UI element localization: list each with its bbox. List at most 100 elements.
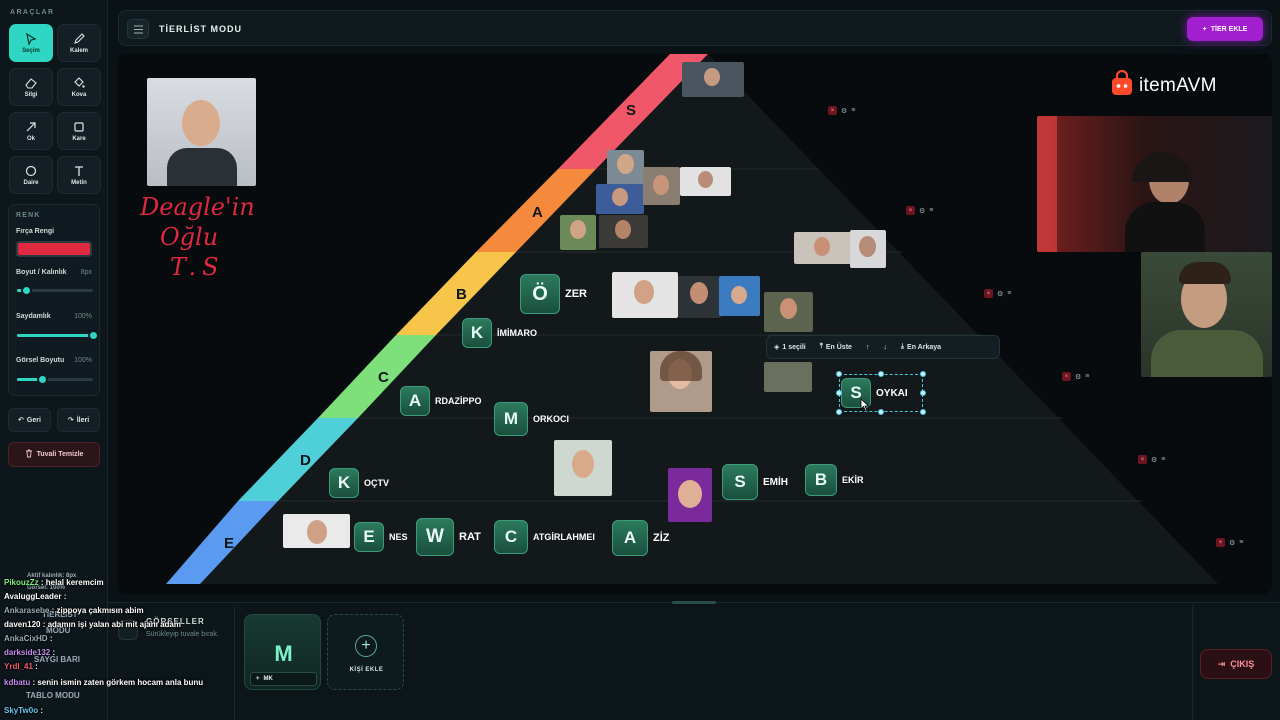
tool-bucket-button[interactable]: Kova	[57, 68, 101, 106]
tool-eraser-button[interactable]: Silgi	[9, 68, 53, 106]
tier-image[interactable]	[764, 362, 812, 392]
drag-handle-icon[interactable]: ≡	[929, 207, 934, 214]
tier-image[interactable]	[596, 184, 644, 214]
tier-image[interactable]	[607, 150, 644, 186]
streamer-webcam-left[interactable]	[147, 78, 256, 186]
gear-icon[interactable]: ⚙	[841, 107, 848, 115]
gear-icon[interactable]: ⚙	[919, 207, 926, 215]
image-size-slider-knob[interactable]	[37, 374, 49, 385]
delete-tier-button[interactable]: ×	[1216, 538, 1225, 547]
person-card-initial: M	[274, 641, 293, 666]
tier-image[interactable]	[283, 514, 350, 548]
delete-tier-button[interactable]: ×	[828, 106, 837, 115]
bring-to-front-button[interactable]: ⤒En Üste	[813, 343, 859, 351]
streamer-webcam-right[interactable]	[1037, 116, 1272, 252]
image-size-slider[interactable]	[17, 374, 93, 385]
drag-handle-icon[interactable]: ≡	[1239, 539, 1244, 546]
person-card[interactable]: M +MK	[244, 614, 321, 690]
tool-square-button[interactable]: Kare	[57, 112, 101, 150]
gear-icon[interactable]: ⚙	[997, 290, 1004, 298]
tier-image[interactable]	[560, 215, 596, 250]
move-up-button[interactable]: ↑	[859, 344, 877, 351]
tool-label: Ok	[26, 136, 35, 142]
tier-image[interactable]	[678, 276, 721, 318]
size-slider[interactable]	[17, 285, 93, 296]
resize-handle[interactable]	[920, 390, 926, 396]
resize-handle[interactable]	[878, 409, 884, 415]
tier-image[interactable]	[680, 167, 731, 196]
gear-icon[interactable]: ⚙	[1151, 456, 1158, 464]
resize-handle[interactable]	[836, 409, 842, 415]
chat-message: Ankarasebe : zippoya çakmısın abim	[4, 606, 144, 615]
list-icon[interactable]	[127, 19, 149, 39]
drag-handle-icon[interactable]: ≡	[1007, 290, 1012, 297]
resize-handle[interactable]	[920, 409, 926, 415]
drag-handle-icon[interactable]: ≡	[851, 107, 856, 114]
tier-canvas[interactable]: S A B C D E ×⚙≡ ×⚙≡ ×⚙≡ ×⚙≡ ×⚙≡ ×⚙≡	[118, 54, 1272, 594]
person-initial: A	[612, 520, 648, 556]
tier-image[interactable]	[650, 351, 712, 412]
tier-image[interactable]	[643, 167, 680, 205]
send-to-back-button[interactable]: ⤓En Arkaya	[894, 343, 948, 351]
panel-resize-handle[interactable]	[672, 601, 716, 604]
tier-c-controls: × ⚙≡	[1062, 372, 1089, 381]
tool-select-button[interactable]: Seçim	[9, 24, 53, 62]
resize-handle[interactable]	[836, 390, 842, 396]
chat-text: : adamın işi yalan abi mit ajanı adam	[42, 620, 181, 629]
add-tier-button[interactable]: +TİER EKLE	[1187, 17, 1263, 41]
opacity-slider[interactable]	[17, 330, 99, 341]
clear-canvas-label: Tuvali Temizle	[36, 451, 84, 458]
gear-icon[interactable]: ⚙	[1075, 373, 1082, 381]
portrait-image[interactable]	[1141, 252, 1272, 377]
tool-circle-button[interactable]: Daire	[9, 156, 53, 194]
tier-image[interactable]	[794, 232, 851, 264]
delete-tier-button[interactable]: ×	[1138, 455, 1147, 464]
tier-image[interactable]	[682, 62, 744, 97]
delete-tier-button[interactable]: ×	[906, 206, 915, 215]
tier-image[interactable]	[850, 230, 886, 268]
tier-image[interactable]	[668, 468, 712, 522]
clear-canvas-button[interactable]: Tuvali Temizle	[8, 442, 100, 467]
size-slider-knob[interactable]	[21, 285, 33, 296]
tier-image[interactable]	[554, 440, 612, 496]
exit-button[interactable]: ⇥ÇIKIŞ	[1200, 649, 1272, 679]
brush-color-swatch[interactable]	[16, 241, 92, 257]
selection-count-label: 1 seçili	[782, 343, 806, 351]
resize-handle[interactable]	[878, 371, 884, 377]
redo-button[interactable]: ↷İleri	[57, 408, 100, 432]
delete-tier-button[interactable]: ×	[1062, 372, 1071, 381]
drag-handle-icon[interactable]: ≡	[1161, 456, 1166, 463]
move-down-button[interactable]: ↓	[876, 344, 894, 351]
resize-handle[interactable]	[920, 371, 926, 377]
tier-image[interactable]	[764, 292, 813, 332]
add-person-button[interactable]: + KİŞİ EKLE	[327, 614, 404, 690]
tier-image[interactable]	[719, 276, 760, 316]
tool-arrow-button[interactable]: Ok	[9, 112, 53, 150]
undo-button[interactable]: ↶Geri	[8, 408, 51, 432]
tool-pencil-button[interactable]: Kalem	[57, 24, 101, 62]
tier-image[interactable]	[599, 215, 648, 248]
tier-image[interactable]	[612, 272, 678, 318]
delete-tier-button[interactable]: ×	[984, 289, 993, 298]
tool-text-button[interactable]: Metin	[57, 156, 101, 194]
drag-handle-icon[interactable]: ≡	[1085, 373, 1090, 380]
opacity-slider-knob[interactable]	[88, 330, 99, 341]
person-name: ZER	[565, 288, 587, 300]
selection-box	[836, 371, 926, 415]
chat-user: darkside132	[4, 648, 51, 657]
size-value: 8px	[80, 269, 92, 276]
gear-icon[interactable]: ⚙	[1229, 539, 1236, 547]
resize-handle[interactable]	[836, 371, 842, 377]
